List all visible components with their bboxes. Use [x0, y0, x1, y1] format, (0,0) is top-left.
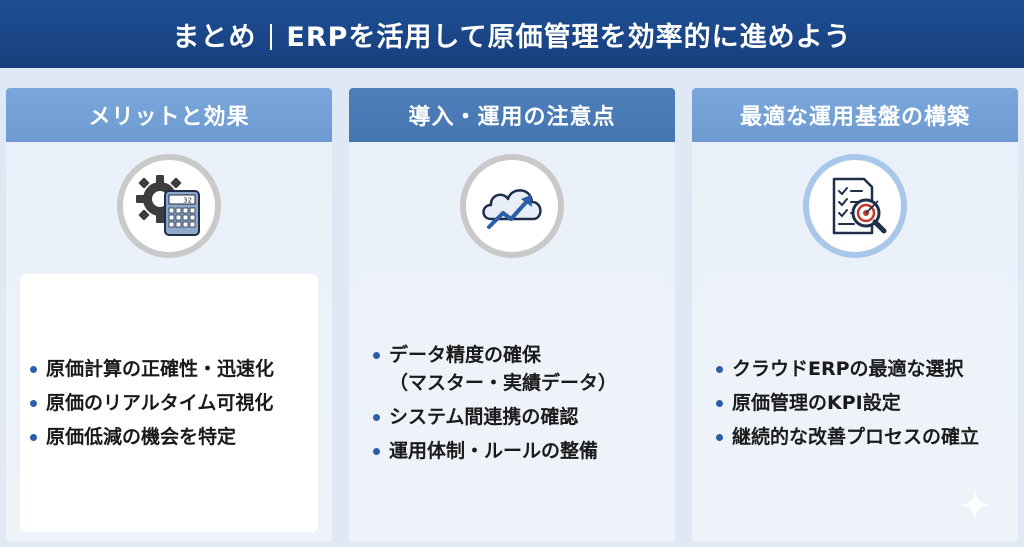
column-benefits: メリットと効果 32: [6, 88, 332, 542]
column-foundation: 最適な運用基盤の構築 クラウドERPの最適な選択 原価管理のKPI設定 継続的: [692, 88, 1018, 542]
foundation-card: クラウドERPの最適な選択 原価管理のKPI設定 継続的な改善プロセスの確立: [706, 274, 1004, 532]
list-item: 運用体制・ルールの整備: [373, 437, 651, 465]
list-item: 原価のリアルタイム可視化: [30, 389, 308, 417]
list-item: クラウドERPの最適な選択: [716, 355, 994, 383]
page-title: まとめ ERPを活用して原価管理を効率的に進めよう: [172, 15, 851, 54]
title-banner: まとめ ERPを活用して原価管理を効率的に進めよう: [0, 0, 1024, 68]
list-item: データ精度の確保 （マスター・実績データ）: [373, 341, 651, 397]
column-heading: 導入・運用の注意点: [349, 88, 675, 142]
column-heading: 最適な運用基盤の構築: [692, 88, 1018, 142]
cloud-growth-arrow-icon: [460, 154, 564, 258]
list-item: システム間連携の確認: [373, 403, 651, 431]
cautions-card: データ精度の確保 （マスター・実績データ） システム間連携の確認 運用体制・ルー…: [363, 274, 661, 532]
sparkle-icon: [959, 489, 991, 521]
list-item: 継続的な改善プロセスの確立: [716, 423, 994, 451]
gear-calculator-icon: 32: [117, 154, 221, 258]
list-item: 原価計算の正確性・迅速化: [30, 355, 308, 383]
list-item: 原価管理のKPI設定: [716, 389, 994, 417]
column-heading: メリットと効果: [6, 88, 332, 142]
column-cautions: 導入・運用の注意点 データ精度の確保 （マスター・実績データ） システム間連携の…: [349, 88, 675, 542]
checklist-target-magnifier-icon: [803, 154, 907, 258]
list-item: 原価低減の機会を特定: [30, 423, 308, 451]
title-separator: [270, 23, 273, 50]
page-title-right: ERPを活用して原価管理を効率的に進めよう: [286, 21, 852, 53]
benefits-card: 原価計算の正確性・迅速化 原価のリアルタイム可視化 原価低減の機会を特定: [20, 274, 318, 532]
page-title-left: まとめ: [172, 21, 257, 53]
calculator-display: 32: [183, 197, 192, 205]
